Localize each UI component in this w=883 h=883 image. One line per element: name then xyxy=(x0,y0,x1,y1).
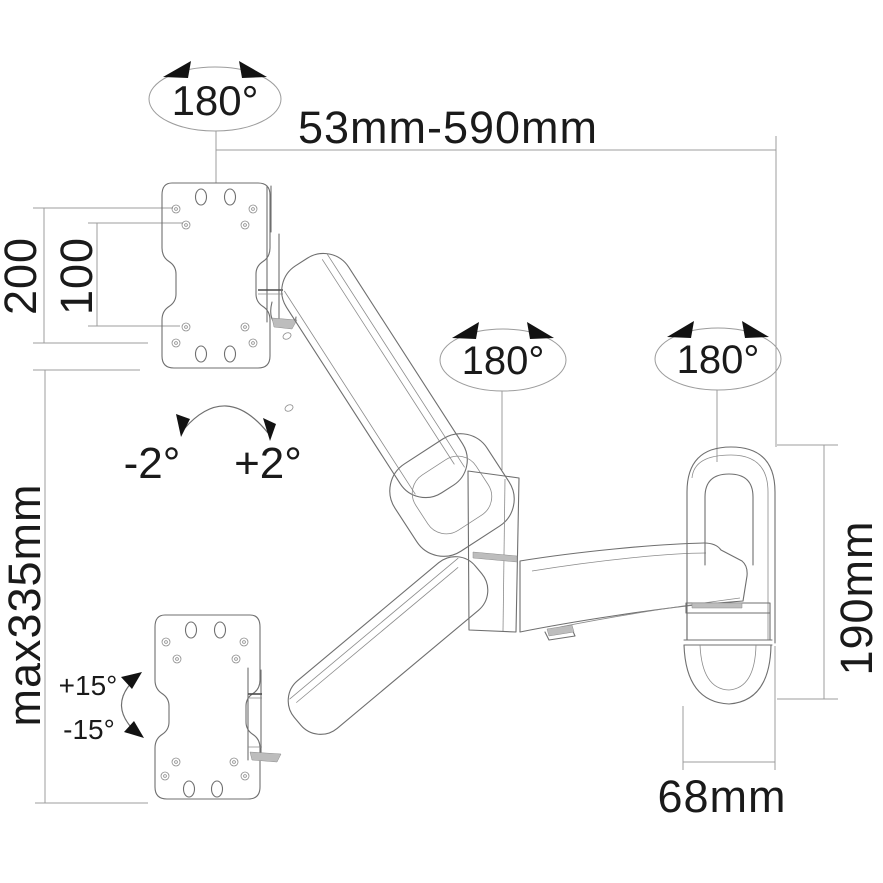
label-vertical-travel: max335mm xyxy=(0,483,50,726)
dimension-200 xyxy=(33,207,173,344)
wall-plate-foot xyxy=(683,644,772,705)
tilt-annotations xyxy=(120,405,276,738)
label-tilt-up-15: +15° xyxy=(59,670,118,701)
label-wall-plate-width: 68mm xyxy=(657,771,786,822)
dimension-100 xyxy=(88,222,183,327)
bottom-plate-holes xyxy=(160,621,250,798)
dimension-53-590 xyxy=(216,136,777,447)
lower-arm-lowered xyxy=(287,556,489,735)
top-plate-holes xyxy=(171,188,258,363)
label-swivel-top: 180° xyxy=(172,77,259,124)
arc-plus-minus-2 xyxy=(183,405,269,434)
label-tilt-plus-2: +2° xyxy=(234,439,302,488)
upper-arm-raised xyxy=(281,252,468,499)
label-tilt-down-15: -15° xyxy=(63,714,115,745)
forearm-link xyxy=(519,542,748,641)
label-swivel-mid: 180° xyxy=(462,339,545,383)
bottom-vesa-plate xyxy=(154,614,261,800)
elbow-joint xyxy=(389,433,520,633)
label-swivel-wall: 180° xyxy=(677,338,760,382)
wall-plate xyxy=(683,446,776,705)
swivel-ellipse-wall xyxy=(654,327,782,391)
label-vesa-100: 100 xyxy=(51,237,102,315)
swivel-ellipse-top xyxy=(148,66,282,132)
label-extension-range: 53mm-590mm xyxy=(298,102,598,153)
label-wall-plate-height: 190mm xyxy=(831,520,882,675)
dimension-lines xyxy=(33,66,838,804)
top-vesa-plate xyxy=(161,182,271,369)
labels: 180° 180° 180° 53mm-590mm 200 100 max335… xyxy=(0,77,882,822)
dimension-max335 xyxy=(33,369,148,804)
swivel-ellipse-mid xyxy=(439,328,567,392)
rotation-arrows xyxy=(163,61,769,339)
dimension-190 xyxy=(777,444,838,700)
label-vesa-200: 200 xyxy=(0,237,46,315)
wall-plate-slot xyxy=(704,473,754,566)
top-plate-bracket xyxy=(258,185,298,412)
dimension-68 xyxy=(682,646,776,770)
bottom-plate-bracket xyxy=(247,667,282,763)
label-tilt-minus-2: -2° xyxy=(124,439,181,488)
